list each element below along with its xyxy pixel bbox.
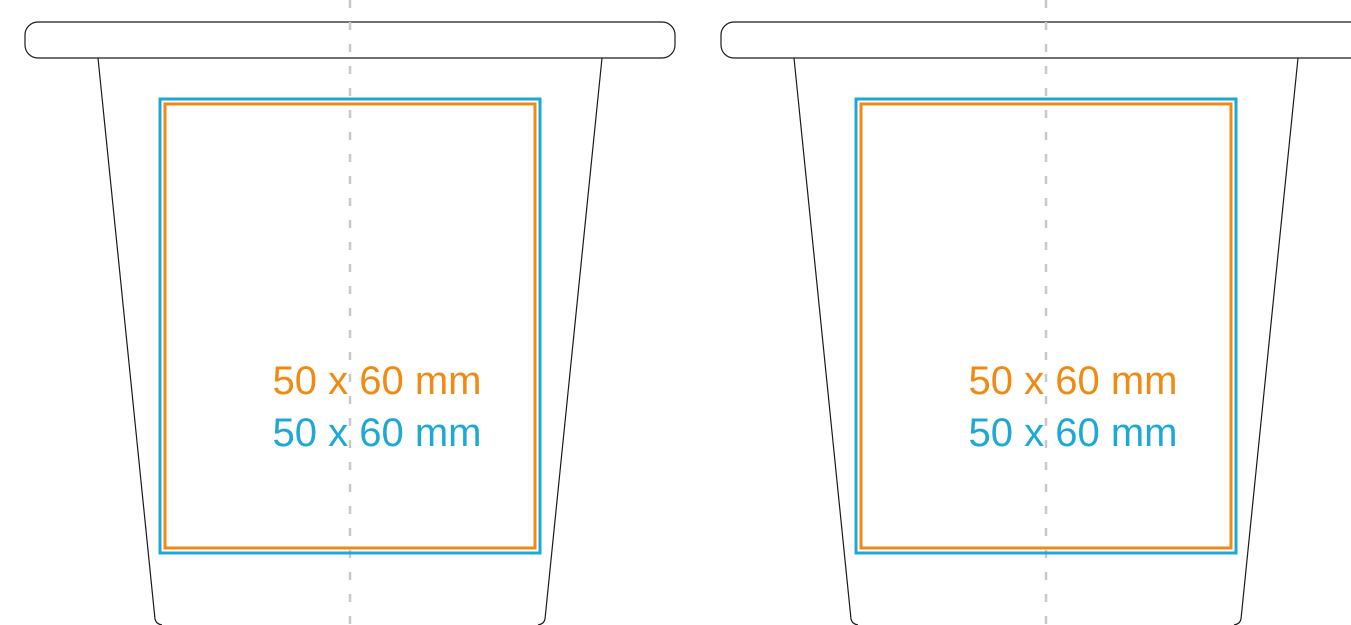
print-area-outer-outline	[158, 97, 542, 555]
print-area-outer-size-label: 50 x 60 mm	[969, 411, 1178, 455]
print-area-inner-outline	[859, 102, 1233, 550]
cup-body-outline	[793, 57, 1299, 625]
right-cup-template: 50 x 60 mm 50 x 60 mm	[720, 0, 1351, 625]
print-area-outer-size-label: 50 x 60 mm	[273, 411, 482, 455]
cup-rim-outline	[720, 21, 1351, 59]
print-area-inner-outline	[163, 102, 537, 550]
print-area-inner-size-label: 50 x 60 mm	[273, 359, 482, 403]
print-area-outer-outline	[854, 97, 1238, 555]
cup-body-outline	[97, 57, 603, 625]
left-cup-template: 50 x 60 mm 50 x 60 mm	[24, 0, 676, 625]
print-area-inner-size-label: 50 x 60 mm	[969, 359, 1178, 403]
